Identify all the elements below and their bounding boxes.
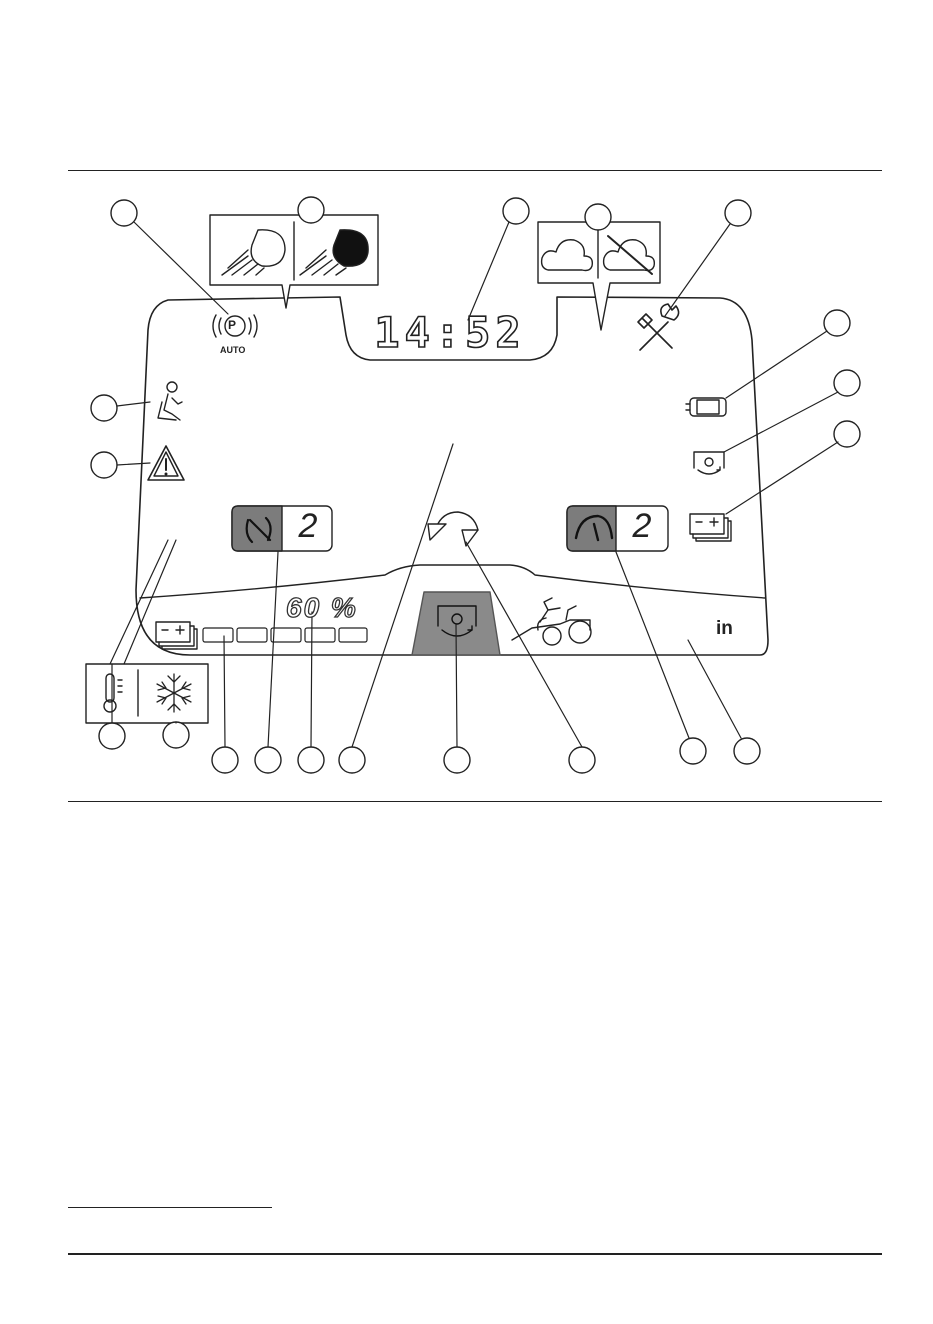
clock-display: 14:52: [350, 308, 550, 357]
battery-level-bar: [203, 628, 367, 642]
battery-percent: 60 %: [286, 592, 358, 624]
cutting-height-icon: [428, 512, 478, 546]
temperature-callout: [86, 664, 208, 723]
pto-gear-icon: [694, 452, 724, 474]
unit-label: in: [716, 618, 733, 640]
parking-brake-letter: P: [228, 318, 236, 332]
seat-operator-icon: [158, 382, 182, 420]
service-tools-icon: [638, 304, 679, 350]
ground-speed-value: 2: [617, 507, 667, 546]
rotation-speed-value: 2: [283, 507, 333, 546]
battery-icon: [156, 622, 197, 649]
cutting-unit-icon: [686, 398, 726, 416]
warning-triangle-icon: [148, 446, 184, 480]
mower-tractor-icon: [512, 598, 591, 645]
leader-lines: [110, 222, 838, 747]
parking-brake-auto-label: AUTO: [220, 345, 245, 355]
battery-stack-icon: [690, 514, 731, 541]
